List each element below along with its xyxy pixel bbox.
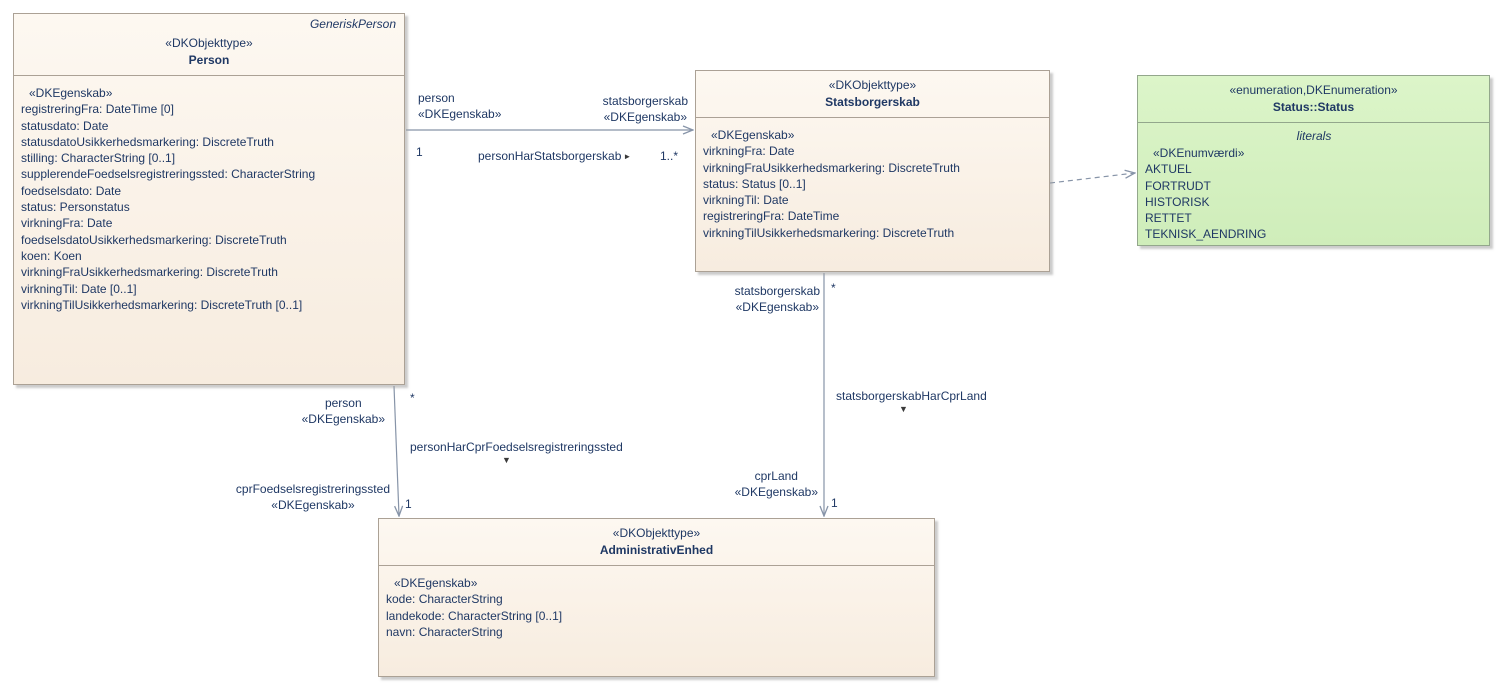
assoc-target-role-cprland: cprLand «DKEgenskab» [735,468,818,500]
role-name: person [324,396,362,410]
assoc-target-multiplicity: 1 [405,497,412,511]
class-person-attributes: «DKEgenskab» registreringFra: DateTime [… [14,76,404,313]
enumeration-status-literals: literals «DKEnumværdi» AKTUEL FORTRUDT H… [1138,123,1489,243]
direction-arrow-icon: ▼ [502,455,511,465]
attribute[interactable]: landekode: CharacterString [0..1] [386,608,563,623]
stereotype: «DKObjekttype» [612,526,701,540]
association-name: personHarCprFoedselsregistreringssted [410,440,623,454]
attribute[interactable]: registreringFra: DateTime [703,209,840,224]
assoc-target-role-cprfoedselsregistreringssted: cprFoedselsregistreringssted «DKEgenskab… [236,481,390,513]
role-name: cprLand [754,469,798,483]
class-name: Statsborgerskab [825,95,920,109]
attribute[interactable]: virkningTil: Date [703,193,789,208]
enumeration-status-header: «enumeration,DKEnumeration» Status::Stat… [1138,76,1489,123]
enum-literal[interactable]: AKTUEL [1145,162,1192,177]
enum-literal[interactable]: TEKNISK_AENDRING [1145,227,1267,242]
enum-literal[interactable]: RETTET [1145,211,1192,226]
attribute[interactable]: stilling: CharacterString [0..1] [21,151,176,166]
association-name: statsborgerskabHarCprLand [836,389,987,403]
direction-arrow-icon: ▼ [899,404,908,414]
dependency-statsborgerskab-status[interactable] [1049,173,1135,184]
attribute[interactable]: foedselsdato: Date [21,183,122,198]
assoc-source-multiplicity: * [410,391,415,405]
assoc-source-multiplicity: 1 [416,145,423,159]
role-name: cprFoedselsregistreringssted [235,482,390,496]
attribute[interactable]: statusdatoUsikkerhedsmarkering: Discrete… [21,134,274,149]
class-administrativenhed-header: «DKObjekttype» AdministrativEnhed [379,519,934,566]
class-administrativenhed[interactable]: «DKObjekttype» AdministrativEnhed «DKEge… [378,518,935,677]
attribute[interactable]: virkningFra: Date [21,216,113,231]
attribute[interactable]: virkningTil: Date [0..1] [21,281,137,296]
attribute[interactable]: status: Status [0..1] [703,176,806,191]
assoc-target-role-statsborgerskab: statsborgerskab «DKEgenskab» [603,93,688,125]
attribute-section-label: «DKEgenskab» [394,576,478,590]
stereotype: «DKObjekttype» [828,78,917,92]
assoc-source-multiplicity: * [831,281,836,295]
role-stereotype: «DKEgenskab» [301,412,385,426]
assoc-name-personHarCprFoedselsregistreringssted[interactable]: personHarCprFoedselsregistreringssted [410,439,623,455]
assoc-target-multiplicity: 1 [831,496,838,510]
attribute[interactable]: koen: Koen [21,248,82,263]
assoc-source-role-person2: person «DKEgenskab» [302,395,385,427]
association-name: personHarStatsborgerskab [478,149,622,163]
role-name: statsborgerskab [602,94,688,108]
attribute[interactable]: virkningFraUsikkerhedsmarkering: Discret… [703,160,960,175]
stereotype: «DKObjekttype» [165,36,253,50]
role-stereotype: «DKEgenskab» [603,110,687,124]
attribute[interactable]: virkningTilUsikkerhedsmarkering: Discret… [703,225,955,240]
stereotype: «enumeration,DKEnumeration» [1229,83,1398,97]
enum-literal[interactable]: HISTORISK [1145,194,1210,209]
template-label: GeneriskPerson [309,17,396,31]
attribute-section-label: «DKEgenskab» [29,86,113,100]
class-name: AdministrativEnhed [599,543,714,557]
attribute[interactable]: statusdato: Date [21,118,109,133]
role-stereotype: «DKEgenskab» [271,498,355,512]
assoc-source-role-statsborgerskab: statsborgerskab «DKEgenskab» [735,283,820,315]
role-name: person [418,91,455,105]
role-stereotype: «DKEgenskab» [418,107,502,121]
direction-arrow-icon: ► [623,152,632,161]
enum-literal[interactable]: FORTRUDT [1145,178,1211,193]
assoc-target-multiplicity: 1..* [660,149,679,163]
attribute[interactable]: virkningFra: Date [703,144,795,159]
class-person[interactable]: GeneriskPerson «DKObjekttype» Person «DK… [13,13,405,385]
attribute[interactable]: virkningFraUsikkerhedsmarkering: Discret… [21,265,278,280]
attribute[interactable]: registreringFra: DateTime [0] [21,102,174,117]
assoc-name-personHarStatsborgerskab[interactable]: personHarStatsborgerskab► [478,148,631,165]
assoc-name-statsborgerskabHarCprLand[interactable]: statsborgerskabHarCprLand [836,388,987,404]
attribute[interactable]: foedselsdatoUsikkerhedsmarkering: Discre… [21,232,287,247]
attribute-section-label: «DKEgenskab» [711,128,795,142]
literal-section-label: «DKEnumværdi» [1153,146,1245,160]
attribute[interactable]: status: Personstatus [21,200,130,215]
attribute[interactable]: virkningTilUsikkerhedsmarkering: Discret… [21,297,303,312]
association-person-administrativenhed[interactable] [393,385,399,516]
role-stereotype: «DKEgenskab» [734,485,818,499]
role-name: statsborgerskab [734,284,820,298]
attribute[interactable]: navn: CharacterString [386,624,503,639]
enumeration-status[interactable]: «enumeration,DKEnumeration» Status::Stat… [1137,75,1490,246]
class-administrativenhed-attributes: «DKEgenskab» kode: CharacterString lande… [379,566,934,640]
class-statsborgerskab-attributes: «DKEgenskab» virkningFra: Date virkningF… [696,118,1049,241]
class-statsborgerskab[interactable]: «DKObjekttype» Statsborgerskab «DKEgensk… [695,70,1050,272]
role-stereotype: «DKEgenskab» [735,300,819,314]
literals-label: literals [1296,129,1332,143]
assoc-source-role-person: person «DKEgenskab» [418,90,501,122]
class-person-header: GeneriskPerson «DKObjekttype» Person [14,14,404,76]
class-statsborgerskab-header: «DKObjekttype» Statsborgerskab [696,71,1049,118]
class-name: Person [188,53,230,67]
class-name: Status::Status [1272,100,1355,114]
attribute[interactable]: supplerendeFoedselsregistreringssted: Ch… [21,167,316,182]
attribute[interactable]: kode: CharacterString [386,592,503,607]
